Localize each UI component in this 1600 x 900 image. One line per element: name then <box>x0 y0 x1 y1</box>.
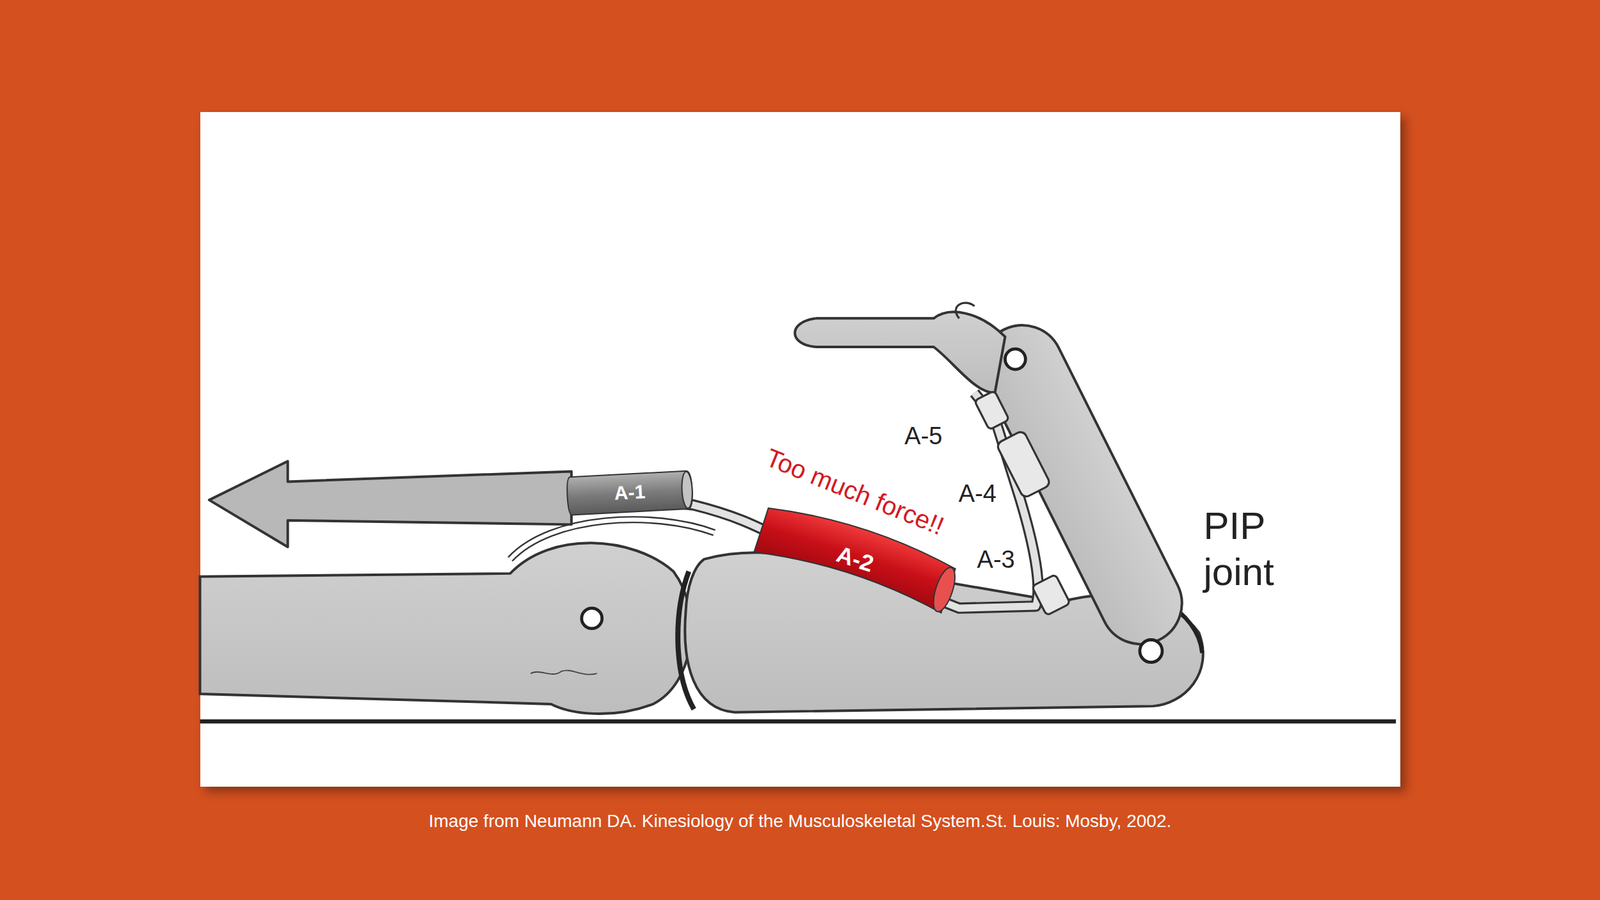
joint-name: PIP joint <box>1203 503 1275 596</box>
a1-pulley: A-1 <box>564 467 695 518</box>
pulley-name: A-5 <box>904 423 943 450</box>
pulley-name: A-3 <box>977 546 1016 574</box>
caption: Image from Neumann DA. Kinesiology of th… <box>428 811 1172 832</box>
pulley-name: A-4 <box>958 480 997 508</box>
pulley-label: A-1 <box>613 481 646 505</box>
